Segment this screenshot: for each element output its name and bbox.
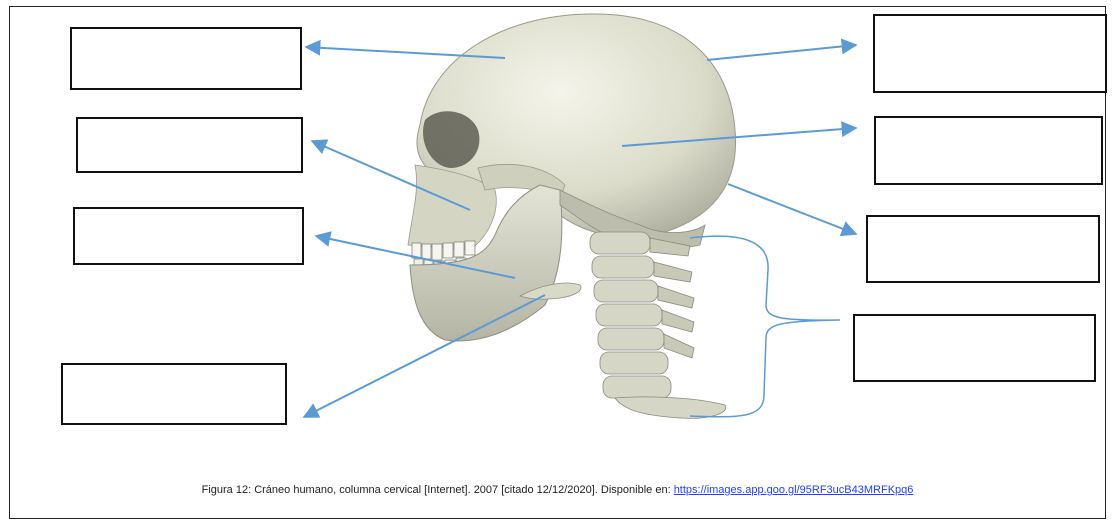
arrow-parietal [707, 45, 856, 60]
caption-link[interactable]: https://images.app.goo.gl/95RF3ucB43MRFK… [674, 484, 914, 496]
caption-text: Figura 12: Cráneo humano, columna cervic… [202, 484, 674, 496]
cervical-bracket [690, 236, 840, 417]
cervical-spine-shape [590, 232, 726, 418]
arrow-occipital [728, 184, 856, 234]
figure-caption: Figura 12: Cráneo humano, columna cervic… [0, 484, 1115, 496]
